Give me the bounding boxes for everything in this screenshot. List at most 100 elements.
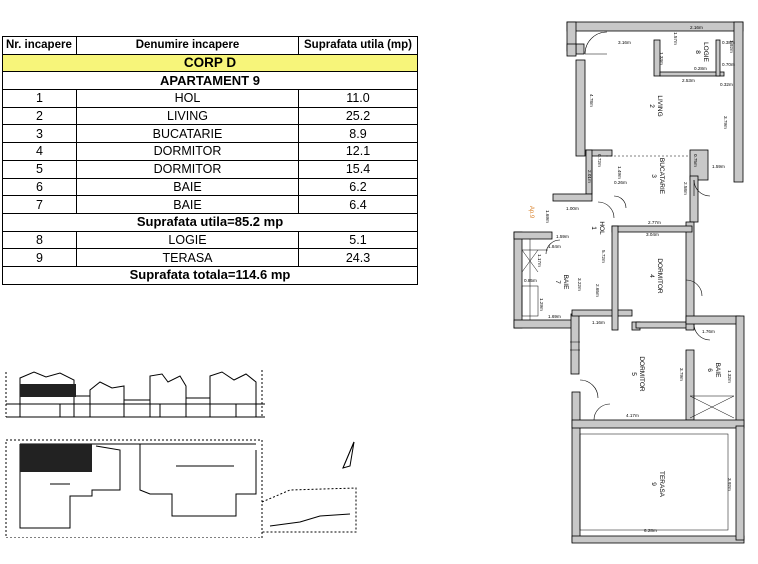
plan-room-living-nr: 2: [648, 104, 655, 108]
plan-apartment-label: Ap.9: [528, 206, 534, 219]
room-nr: 8: [2, 230, 77, 250]
dim-label: 2.01m: [587, 170, 592, 183]
room-area: 6.2: [298, 177, 418, 197]
dim-label: 0.75m: [693, 154, 698, 167]
room-area: 8.9: [298, 124, 418, 144]
dim-label: 0.38m: [722, 40, 735, 45]
room-area: 25.2: [298, 106, 418, 126]
room-area: 6.4: [298, 195, 418, 214]
dim-label: 1.33m: [659, 52, 664, 65]
table-header-row: Nr. incapere Denumire incapere Suprafata…: [2, 36, 418, 55]
dim-label: 5.72m: [601, 250, 606, 263]
dim-label: 1.84m: [548, 244, 561, 249]
room-area: 15.4: [298, 159, 418, 179]
dim-label: 1.92m: [729, 40, 734, 53]
dim-label: 1.49m: [617, 166, 622, 179]
room-nr: 9: [2, 248, 77, 267]
dim-label: 1.59m: [556, 234, 569, 239]
dim-label: 2.58m: [683, 182, 688, 195]
dim-label: 1.76m: [702, 329, 715, 334]
dim-label: 2.53m: [682, 78, 695, 83]
plan-room-logie: LOGIE: [702, 42, 709, 63]
dim-label: 2.16m: [690, 25, 703, 30]
header-room-nr: Nr. incapere: [2, 36, 77, 55]
room-name: DORMITOR: [76, 142, 299, 161]
dim-label: 0.70m: [722, 62, 735, 67]
building-elevation-keyplan: [5, 370, 265, 418]
apartment-label: APARTAMENT 9: [2, 71, 418, 91]
dim-label: 1.57m: [673, 32, 678, 45]
plan-room-bucatarie: BUCATARIE: [658, 158, 665, 195]
plan-room-dormitor-4: DORMITOR: [656, 258, 663, 294]
plan-room-living: LIVING: [656, 95, 663, 116]
building-site-keyplan: [5, 439, 357, 538]
dim-label: 1.17m: [537, 254, 542, 267]
dim-label: 0.85m: [524, 278, 537, 283]
dim-label: 6.28m: [644, 528, 657, 533]
dim-label: 0.32m: [720, 82, 733, 87]
dim-label: 2.77m: [648, 220, 661, 225]
grand-area-total: Suprafata totala=114.6 mp: [2, 265, 418, 285]
dim-label: 3.04m: [646, 232, 659, 237]
dim-label: 1.69m: [545, 210, 550, 223]
room-area: 5.1: [298, 230, 418, 250]
plan-room-logie-nr: 8: [694, 50, 701, 54]
dim-label: 0.26m: [614, 180, 627, 185]
room-area: 24.3: [298, 248, 418, 267]
room-nr: 3: [2, 124, 77, 144]
room-name: BUCATARIE: [76, 124, 299, 144]
plan-room-dormitor-5-nr: 5: [630, 372, 637, 376]
dim-label: 1.16m: [592, 320, 605, 325]
room-area-table: Nr. incapere Denumire incapere Suprafata…: [2, 36, 418, 285]
plan-room-dormitor-5: DORMITOR: [638, 356, 645, 392]
dim-label: 3.79m: [679, 368, 684, 381]
plan-room-baie-7-nr: 7: [554, 280, 561, 284]
plan-room-terasa-nr: 9: [650, 482, 657, 486]
dim-label: 0.28m: [694, 66, 707, 71]
dim-label: 1.32m: [727, 370, 732, 383]
plan-dimensions: 2.16m 3.16m 1.57m 0.38m 1.33m 0.70m 0.28…: [524, 25, 735, 533]
dim-label: 3.22m: [577, 278, 582, 291]
room-nr: 5: [2, 159, 77, 179]
header-room-name: Denumire incapere: [76, 36, 299, 55]
apartment-floor-plan: LOGIE 8 LIVING 2 BUCATARIE 3 HOL 1 DORMI…: [513, 21, 745, 544]
room-area: 11.0: [298, 89, 418, 108]
room-nr: 4: [2, 142, 77, 161]
building-label: CORP D: [2, 53, 418, 73]
plan-room-baie-6: BAIE: [714, 363, 721, 378]
room-nr: 2: [2, 106, 77, 126]
room-nr: 7: [2, 195, 77, 214]
dim-label: 3.79m: [723, 116, 728, 129]
room-name: LIVING: [76, 106, 299, 126]
dim-label: 2.65m: [595, 284, 600, 297]
useful-area-total: Suprafata utila=85.2 mp: [2, 212, 418, 232]
room-name: BAIE: [76, 195, 299, 214]
dim-label: 4.17m: [626, 413, 639, 418]
room-name: DORMITOR: [76, 159, 299, 179]
dim-label: 1.69m: [548, 314, 561, 319]
plan-room-baie-7: BAIE: [562, 275, 569, 290]
plan-room-dormitor-4-nr: 4: [648, 274, 655, 278]
dim-label: 1.00m: [566, 206, 579, 211]
dim-label: 0.72m: [597, 154, 602, 167]
plan-room-hol: HOL: [598, 221, 605, 235]
room-name: TERASA: [76, 248, 299, 267]
header-room-area: Suprafata utila (mp): [298, 36, 418, 55]
dim-label: 1.59m: [712, 164, 725, 169]
room-name: BAIE: [76, 177, 299, 197]
plan-room-baie-6-nr: 6: [706, 368, 713, 372]
dim-label: 3.92m: [727, 478, 732, 491]
room-name: HOL: [76, 89, 299, 108]
room-name: LOGIE: [76, 230, 299, 250]
dim-label: 3.16m: [618, 40, 631, 45]
dim-label: 1.29m: [539, 298, 544, 311]
